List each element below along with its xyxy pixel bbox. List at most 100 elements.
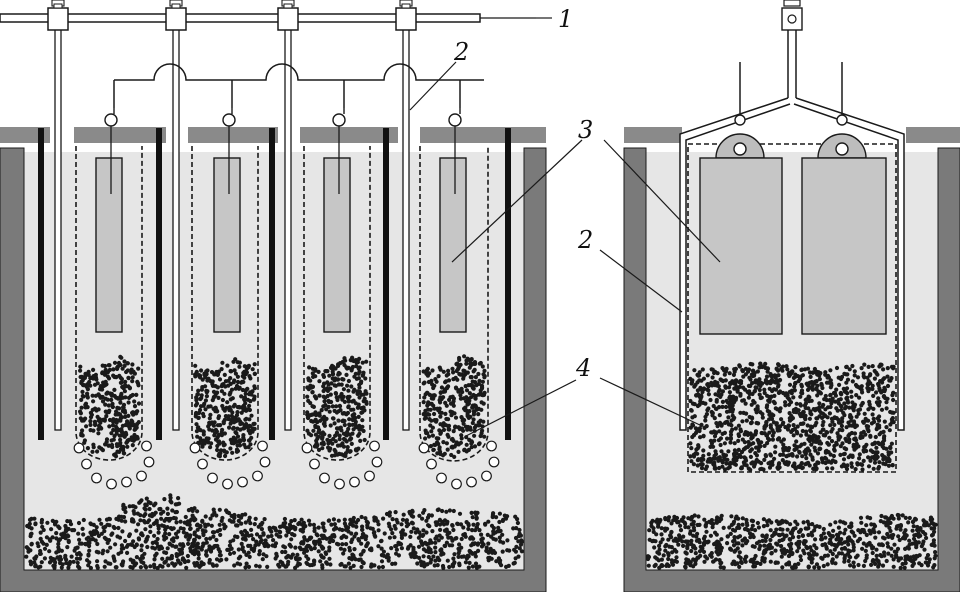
particle bbox=[306, 412, 311, 417]
particle bbox=[501, 540, 506, 545]
particle bbox=[924, 535, 929, 541]
particle bbox=[95, 565, 100, 570]
particle bbox=[757, 546, 762, 552]
particle bbox=[27, 517, 33, 523]
particle bbox=[691, 462, 697, 467]
particle bbox=[164, 550, 169, 556]
particle bbox=[817, 439, 822, 444]
particle bbox=[394, 517, 399, 523]
particle bbox=[101, 417, 106, 422]
particle bbox=[482, 368, 487, 373]
particle bbox=[346, 404, 351, 409]
particle bbox=[81, 394, 86, 399]
particle bbox=[340, 542, 345, 547]
particle bbox=[389, 527, 394, 532]
particle bbox=[456, 449, 461, 454]
particle bbox=[861, 419, 866, 424]
particle bbox=[783, 403, 788, 408]
particle bbox=[426, 554, 431, 560]
particle bbox=[317, 537, 322, 542]
particle bbox=[252, 426, 257, 431]
particle bbox=[914, 545, 919, 550]
particle bbox=[865, 375, 870, 380]
particle bbox=[235, 360, 240, 365]
particle bbox=[841, 457, 847, 462]
particle bbox=[438, 527, 443, 533]
particle bbox=[701, 433, 706, 438]
particle bbox=[920, 541, 925, 547]
particle bbox=[156, 526, 161, 531]
particle bbox=[428, 560, 433, 565]
particle bbox=[717, 551, 723, 556]
particle bbox=[283, 520, 288, 526]
particle bbox=[794, 410, 799, 415]
particle bbox=[853, 467, 858, 472]
particle bbox=[341, 418, 346, 423]
particle bbox=[461, 525, 466, 530]
particle bbox=[825, 405, 831, 410]
particle bbox=[221, 522, 226, 527]
particle bbox=[110, 401, 115, 406]
particle bbox=[870, 559, 875, 564]
particle bbox=[204, 549, 209, 554]
particle bbox=[449, 452, 454, 458]
particle bbox=[446, 434, 451, 439]
particle bbox=[77, 565, 82, 571]
particle bbox=[696, 457, 701, 462]
particle bbox=[688, 563, 693, 568]
particle bbox=[743, 372, 749, 377]
particle bbox=[800, 465, 805, 471]
particle bbox=[303, 524, 308, 529]
particle bbox=[925, 553, 931, 558]
particle bbox=[444, 540, 449, 545]
particle bbox=[748, 535, 753, 540]
particle bbox=[692, 368, 697, 373]
particle bbox=[231, 538, 236, 543]
particle bbox=[803, 405, 808, 411]
label-3: 3 bbox=[578, 116, 593, 144]
particle bbox=[857, 456, 862, 461]
particle bbox=[219, 389, 224, 394]
particle bbox=[458, 388, 463, 393]
particle bbox=[136, 536, 141, 541]
particle bbox=[121, 405, 126, 410]
particle bbox=[472, 367, 477, 372]
particle bbox=[837, 551, 842, 556]
particle bbox=[759, 395, 764, 400]
particle bbox=[215, 390, 220, 395]
particle bbox=[112, 360, 118, 365]
particle bbox=[209, 370, 215, 375]
particle bbox=[317, 379, 322, 384]
callout-labels: 1 2 3 2 4 bbox=[453, 5, 593, 382]
particle bbox=[217, 549, 222, 554]
particle bbox=[224, 450, 229, 455]
particle bbox=[269, 529, 274, 534]
particle bbox=[331, 416, 336, 421]
particle bbox=[790, 551, 795, 556]
particle bbox=[737, 384, 742, 390]
right-electrolyte bbox=[646, 152, 938, 570]
particle bbox=[907, 538, 912, 543]
particle bbox=[119, 562, 124, 567]
particle bbox=[812, 445, 817, 450]
particle bbox=[737, 534, 743, 539]
particle bbox=[182, 559, 187, 565]
particle bbox=[242, 423, 247, 428]
particle bbox=[195, 425, 200, 430]
particle bbox=[794, 439, 799, 444]
particle bbox=[837, 382, 842, 387]
particle bbox=[656, 524, 661, 529]
particle bbox=[313, 412, 318, 418]
particle bbox=[875, 372, 880, 377]
particle bbox=[728, 422, 733, 427]
particle bbox=[765, 523, 770, 528]
particle bbox=[125, 438, 130, 443]
particle bbox=[749, 518, 754, 523]
particle bbox=[844, 386, 850, 391]
particle bbox=[453, 375, 458, 380]
particle bbox=[758, 561, 763, 567]
particle bbox=[754, 541, 760, 546]
particle bbox=[740, 419, 745, 424]
particle bbox=[793, 365, 798, 370]
particle bbox=[424, 518, 429, 523]
